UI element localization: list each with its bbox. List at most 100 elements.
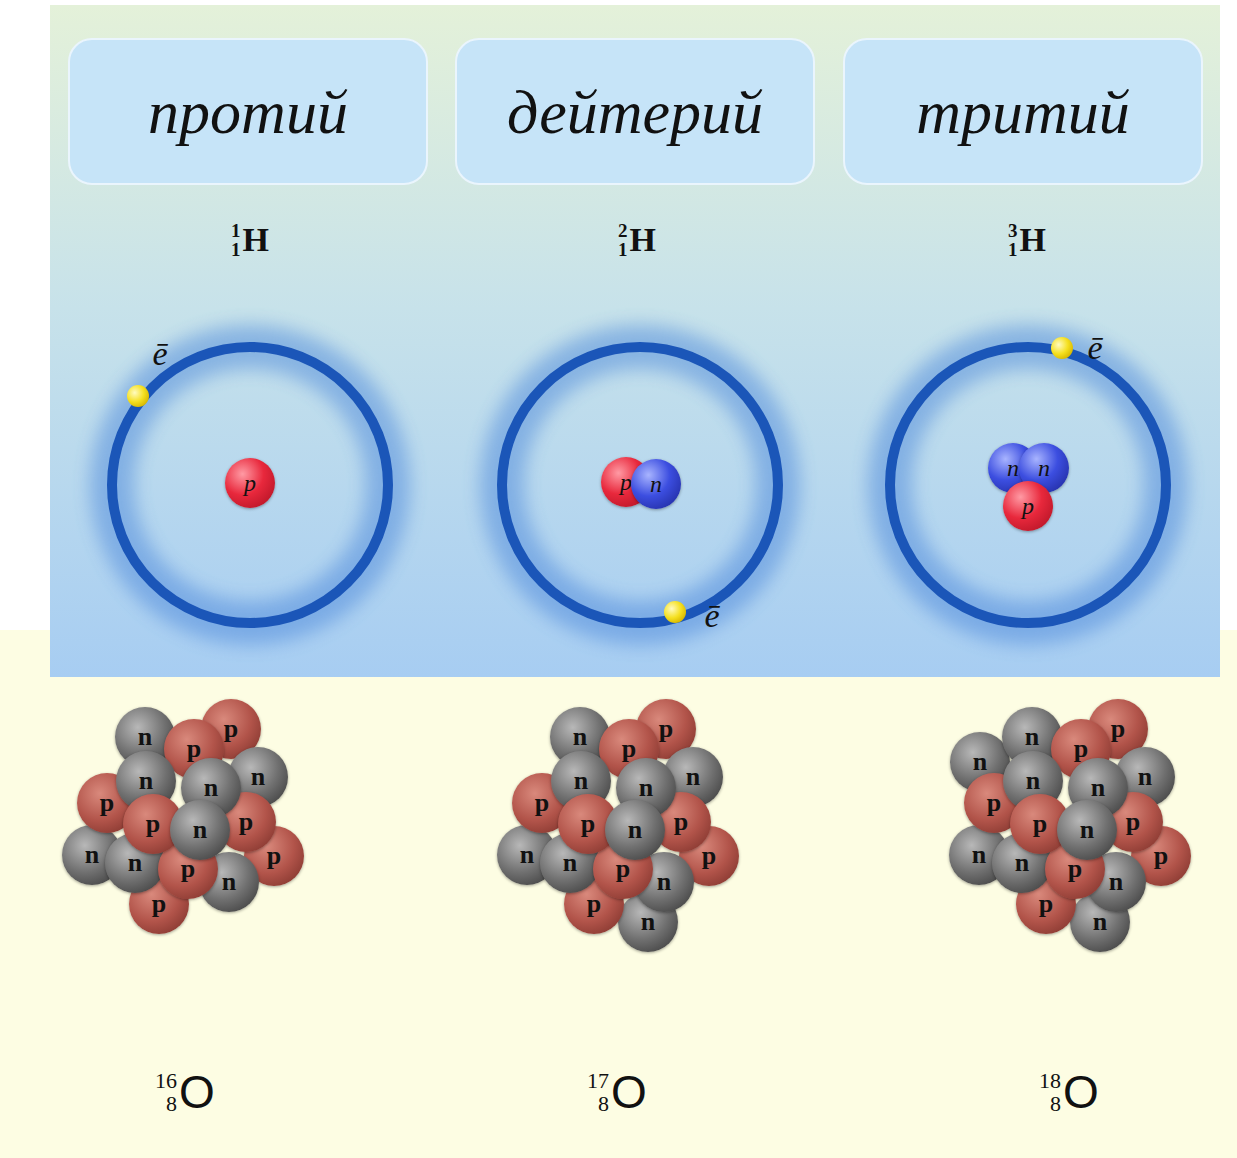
neutron-ball: n xyxy=(1057,800,1117,860)
nucleon-letter: p xyxy=(1033,811,1047,837)
nucleon-letter: n xyxy=(686,764,700,790)
nucleon-letter: p xyxy=(702,843,716,869)
nucleon-letter: p xyxy=(616,856,630,882)
nucleon-letter: n xyxy=(1109,869,1123,895)
nucleon-letter: p xyxy=(587,891,601,917)
nucleon-letter: n xyxy=(520,842,534,868)
nucleon-letter: n xyxy=(1138,764,1152,790)
mass-number: 2 xyxy=(618,221,628,240)
nucleon-letter: p xyxy=(1039,891,1053,917)
nucleon-letter: p xyxy=(1074,736,1088,762)
nucleon-letter: p xyxy=(187,736,201,762)
isotope-numbers: 11 xyxy=(231,221,241,259)
nucleon-letter: n xyxy=(650,472,662,496)
nucleon-letter: p xyxy=(659,716,673,742)
isotope-numbers: 178 xyxy=(587,1069,609,1115)
atomic-number: 8 xyxy=(1050,1092,1061,1115)
nucleon-letter: n xyxy=(574,768,588,794)
nucleon-letter: n xyxy=(1026,768,1040,794)
element-symbol: O xyxy=(1063,1069,1099,1115)
nucleon-letter: n xyxy=(1015,850,1029,876)
electron-dots xyxy=(127,337,1073,623)
isotope-name: тритий xyxy=(916,81,1130,143)
isotope-name: протий xyxy=(148,81,348,143)
nucleon-letter: p xyxy=(622,736,636,762)
nucleon-letter: p xyxy=(1111,716,1125,742)
electron-label: ē xyxy=(704,599,719,633)
nucleon-letter: n xyxy=(972,842,986,868)
nucleon-letter: n xyxy=(251,764,265,790)
nucleon-letter: n xyxy=(639,775,653,801)
proton-ball: p xyxy=(225,458,275,508)
nucleon-letter: n xyxy=(1091,775,1105,801)
isotope-symbol: 168O xyxy=(155,1069,215,1115)
isotope-symbol: 188O xyxy=(1039,1069,1099,1115)
neutron-ball: n xyxy=(605,800,665,860)
isotope-numbers: 31 xyxy=(1008,221,1018,259)
nucleon-letter: p xyxy=(239,809,253,835)
nucleon-letter: p xyxy=(100,790,114,816)
isotope-name-box: протий xyxy=(68,38,428,185)
element-symbol: H xyxy=(1020,223,1046,257)
proton-ball: p xyxy=(1003,481,1053,531)
mass-number: 18 xyxy=(1039,1069,1061,1092)
nucleon-letter: n xyxy=(193,817,207,843)
isotope-symbol: 21H xyxy=(618,221,656,259)
isotope-symbol: 178O xyxy=(587,1069,647,1115)
nucleon-letter: p xyxy=(1068,856,1082,882)
neutron-ball: n xyxy=(170,800,230,860)
nucleon-letter: n xyxy=(85,842,99,868)
nucleon-letter: n xyxy=(573,724,587,750)
element-symbol: H xyxy=(630,223,656,257)
nucleon-letter: p xyxy=(674,809,688,835)
nucleon-letter: p xyxy=(181,856,195,882)
isotope-numbers: 188 xyxy=(1039,1069,1061,1115)
nucleon-letter: n xyxy=(1007,456,1019,480)
nucleon-letter: p xyxy=(244,471,256,495)
nucleon-letter: p xyxy=(987,790,1001,816)
nucleon-letter: n xyxy=(1080,817,1094,843)
nucleon-letter: p xyxy=(267,843,281,869)
isotope-name-box: дейтерий xyxy=(455,38,815,185)
isotope-name: дейтерий xyxy=(507,81,763,143)
nucleon-letter: n xyxy=(139,768,153,794)
upper-panel xyxy=(50,5,1220,677)
element-symbol: O xyxy=(179,1069,215,1115)
nucleon-letter: p xyxy=(581,811,595,837)
mass-number: 16 xyxy=(155,1069,177,1092)
mass-number: 3 xyxy=(1008,221,1018,240)
nucleon-letter: p xyxy=(146,811,160,837)
nucleon-letter: n xyxy=(138,724,152,750)
nucleon-letter: n xyxy=(204,775,218,801)
isotope-symbol: 31H xyxy=(1008,221,1046,259)
neutron-ball: n xyxy=(631,459,681,509)
nucleon-letter: n xyxy=(222,869,236,895)
nucleon-letter: n xyxy=(628,817,642,843)
nucleon-letter: p xyxy=(152,891,166,917)
atomic-number: 8 xyxy=(166,1092,177,1115)
nucleon-letter: n xyxy=(128,850,142,876)
element-symbol: O xyxy=(611,1069,647,1115)
nucleon-letter: n xyxy=(641,909,655,935)
mass-number: 17 xyxy=(587,1069,609,1092)
lower-ground xyxy=(0,630,1237,1158)
nucleon-letter: p xyxy=(535,790,549,816)
nucleon-letter: p xyxy=(224,716,238,742)
nucleon-letter: n xyxy=(1093,909,1107,935)
orbit-rings xyxy=(112,347,1166,623)
mass-number: 1 xyxy=(231,221,241,240)
isotope-numbers: 21 xyxy=(618,221,628,259)
isotope-name-box: тритий xyxy=(843,38,1203,185)
isotope-symbol: 11H xyxy=(231,221,269,259)
nucleon-letter: p xyxy=(1126,809,1140,835)
atomic-number: 8 xyxy=(598,1092,609,1115)
atomic-number: 1 xyxy=(1008,240,1018,259)
isotope-numbers: 168 xyxy=(155,1069,177,1115)
element-symbol: H xyxy=(243,223,269,257)
nucleon-letter: n xyxy=(973,749,987,775)
nucleon-letter: n xyxy=(1025,724,1039,750)
electron-label: ē xyxy=(152,337,167,371)
nucleon-letter: p xyxy=(1154,843,1168,869)
electron-label: ē xyxy=(1087,331,1102,365)
